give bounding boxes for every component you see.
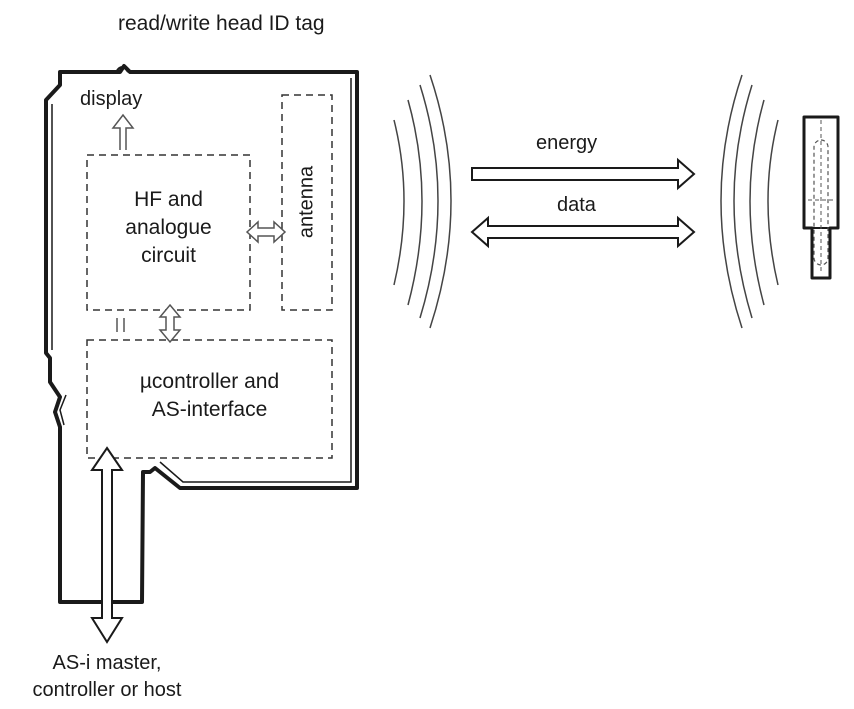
hf-line-2: analogue: [125, 216, 212, 239]
hf-circuit-label: HF and analogue circuit: [87, 186, 250, 270]
energy-label: energy: [536, 132, 598, 154]
microcontroller-label: µcontroller and AS-interface: [87, 368, 332, 424]
display-label: display: [80, 88, 143, 110]
reader-wave-3: [419, 84, 439, 319]
tag-wave-4: [767, 119, 779, 286]
asi-master-label: AS-i master, controller or host: [0, 650, 214, 704]
data-label: data: [557, 194, 596, 216]
energy-arrow: [471, 157, 696, 191]
data-arrow: [470, 215, 696, 249]
tag-wave-2: [733, 84, 753, 319]
housing-inner-edge: [159, 78, 352, 483]
hf-antenna-arrow: [245, 220, 287, 244]
housing-outline: [44, 64, 359, 604]
tag-wave-3: [749, 99, 765, 306]
reader-wave-4: [429, 74, 452, 329]
housing-left-edge-inner: [51, 104, 67, 426]
tag-wave-1: [720, 74, 743, 329]
antenna-label: antenna: [295, 165, 318, 239]
display-arrow: [111, 113, 135, 150]
id-tag: [802, 115, 840, 280]
title-label: read/write head ID tag: [118, 12, 325, 35]
uc-line-1: µcontroller and: [139, 370, 280, 393]
master-line-2: controller or host: [32, 679, 182, 701]
microcontroller-box: [86, 339, 333, 459]
antenna-box: [281, 94, 333, 311]
hf-uc-arrow: [158, 303, 182, 344]
uc-line-2: AS-interface: [151, 398, 268, 421]
asi-bus-arrow: [90, 446, 124, 644]
reader-wave-2: [407, 99, 423, 306]
master-line-1: AS-i master,: [52, 652, 162, 674]
housing-top-notch: [115, 66, 129, 73]
hf-line-3: circuit: [141, 244, 196, 267]
reader-wave-1: [393, 119, 405, 286]
hf-line-1: HF and: [134, 188, 203, 211]
